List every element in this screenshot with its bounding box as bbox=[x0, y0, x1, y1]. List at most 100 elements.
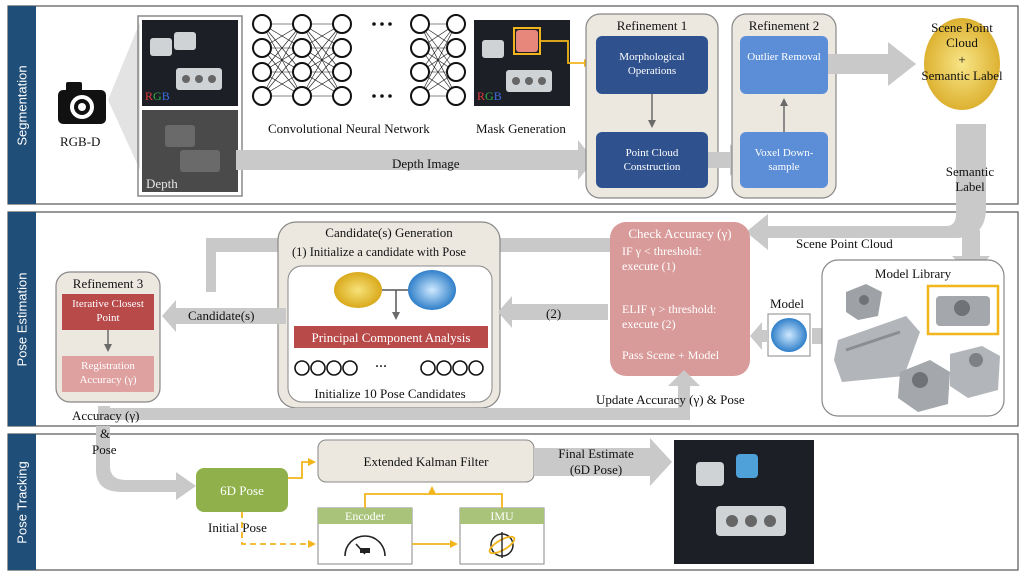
candidate-circle bbox=[436, 360, 452, 376]
if-line: IF γ < threshold: bbox=[622, 244, 702, 258]
selected-model-frame bbox=[926, 284, 1000, 336]
candidate-circle bbox=[342, 360, 358, 376]
check-title: Check Accuracy (γ) bbox=[628, 226, 732, 241]
gauge-icon bbox=[344, 535, 386, 557]
mask-label: Mask Generation bbox=[476, 121, 566, 136]
candidate-circle bbox=[310, 360, 326, 376]
camera-callout bbox=[108, 22, 140, 170]
pose-tracking-sidebar bbox=[8, 434, 36, 570]
mask-rgb-tag: RGB bbox=[477, 89, 502, 103]
final-estimate-arrow bbox=[534, 438, 672, 486]
ekf-text: Extended Kalman Filter bbox=[363, 454, 489, 469]
init-10-label: Initialize 10 Pose Candidates bbox=[314, 386, 466, 401]
outlier-removal-box bbox=[740, 36, 828, 94]
refinement3-title: Refinement 3 bbox=[72, 276, 144, 291]
model-thumb-image bbox=[771, 318, 807, 352]
model-label: Model bbox=[770, 296, 804, 311]
refinement1-title: Refinement 1 bbox=[616, 18, 688, 33]
mask-image bbox=[474, 20, 570, 106]
candidate-circles bbox=[294, 360, 484, 376]
pose-estimation-sidebar bbox=[8, 212, 36, 426]
pc-construction-box bbox=[596, 132, 708, 188]
encoder-tag bbox=[318, 508, 412, 524]
reg-acc-box bbox=[62, 356, 154, 392]
model-to-check-arrow bbox=[750, 322, 768, 350]
cnn-diagram bbox=[252, 14, 466, 106]
encoder-label: Encoder bbox=[345, 509, 385, 523]
init-candidate-label: (1) Initialize a candidate with Pose bbox=[292, 245, 466, 259]
pc-construction-text: Point Cloud Construction bbox=[623, 147, 681, 173]
amp-label: & bbox=[100, 426, 111, 441]
cnn-label: Convolutional Neural Network bbox=[268, 121, 430, 136]
pose6d-text: 6D Pose bbox=[220, 483, 264, 498]
semantic-label-side: Semantic Label bbox=[945, 164, 995, 194]
exec2-arrow bbox=[498, 296, 608, 328]
pass-line: Pass Scene + Model bbox=[622, 348, 720, 362]
rgb-image bbox=[142, 20, 238, 106]
candidates-title: Candidate(s) Generation bbox=[325, 225, 453, 240]
camera-label: RGB-D bbox=[60, 134, 101, 149]
update-accuracy-arrow bbox=[98, 370, 700, 420]
model-library-parts bbox=[834, 284, 1000, 412]
mask-to-morph-arrow bbox=[540, 40, 592, 67]
reg-acc-text: Registration Accuracy (γ) bbox=[79, 360, 137, 386]
yellow-cloud-image bbox=[334, 272, 382, 308]
candidates-arrow-label: Candidate(s) bbox=[188, 308, 255, 323]
scene-point-cloud-arrow-label: Scene Point Cloud bbox=[796, 236, 893, 251]
elif-line: ELIF γ > threshold: bbox=[622, 302, 717, 316]
scene-point-cloud-image bbox=[924, 18, 1000, 110]
model-library-title: Model Library bbox=[874, 266, 952, 281]
check-accuracy-box bbox=[610, 222, 750, 376]
pose6d-box bbox=[196, 468, 288, 512]
to-scene-cloud-arrow bbox=[828, 42, 916, 86]
depth-image bbox=[142, 110, 238, 192]
candidate-dots: ... bbox=[375, 354, 387, 371]
scene-point-cloud-label: Scene Point Cloud bbox=[931, 20, 993, 50]
voxel-downsample-text: Voxel Down-sample bbox=[754, 147, 814, 173]
morph-ops-box bbox=[596, 36, 708, 94]
pca-text: Principal Component Analysis bbox=[311, 330, 471, 345]
depth-image-label: Depth Image bbox=[392, 156, 460, 171]
pose-label: Pose bbox=[92, 442, 117, 457]
exec2-arrow-label: (2) bbox=[546, 306, 562, 321]
final-estimate-image bbox=[674, 440, 814, 564]
voxel-downsample-box bbox=[740, 132, 828, 188]
pose-estimation-label: Pose Estimation bbox=[14, 272, 30, 366]
gyroscope-icon bbox=[488, 532, 516, 558]
icp-box bbox=[62, 294, 154, 330]
accuracy-label: Accuracy (γ) bbox=[72, 408, 140, 423]
icp-text: Iterative Closest Point bbox=[72, 298, 144, 324]
candidate-circle bbox=[294, 360, 310, 376]
candidate-circle bbox=[326, 360, 342, 376]
final-6d-label: (6D Pose) bbox=[569, 462, 623, 477]
imu-tag bbox=[460, 508, 544, 524]
pca-box bbox=[294, 326, 488, 348]
imu-label: IMU bbox=[490, 509, 514, 523]
candidate-circle bbox=[468, 360, 484, 376]
camera-icon bbox=[58, 82, 106, 124]
mask-highlight bbox=[516, 30, 538, 52]
initial-pose-dashed-arrow bbox=[241, 512, 316, 548]
final-estimate-label: Final Estimate bbox=[558, 446, 634, 461]
rgb-tag: RGB bbox=[145, 89, 170, 103]
depth-image-arrow bbox=[236, 140, 594, 180]
pose-tracking-label: Pose Tracking bbox=[14, 460, 30, 544]
sensors-bus bbox=[364, 493, 503, 508]
segmentation-sidebar bbox=[8, 6, 36, 204]
depth-label: Depth bbox=[146, 176, 178, 191]
to-6d-pose-arrow bbox=[96, 426, 196, 500]
rgbd-frame bbox=[137, 15, 243, 197]
candidate-circle bbox=[420, 360, 436, 376]
plus-label: + bbox=[958, 52, 966, 67]
candidates-to-ref3-arrow bbox=[162, 300, 286, 332]
semantic-label-top: Semantic Label bbox=[921, 68, 1003, 83]
segmentation-label: Segmentation bbox=[14, 64, 30, 146]
candidate-circle bbox=[452, 360, 468, 376]
update-accuracy-label: Update Accuracy (γ) & Pose bbox=[596, 392, 745, 407]
exec1-line: execute (1) bbox=[622, 259, 676, 273]
pose-to-ekf-arrow bbox=[288, 458, 316, 479]
refinement2-title: Refinement 2 bbox=[748, 18, 820, 33]
initial-pose-label: Initial Pose bbox=[208, 520, 267, 535]
